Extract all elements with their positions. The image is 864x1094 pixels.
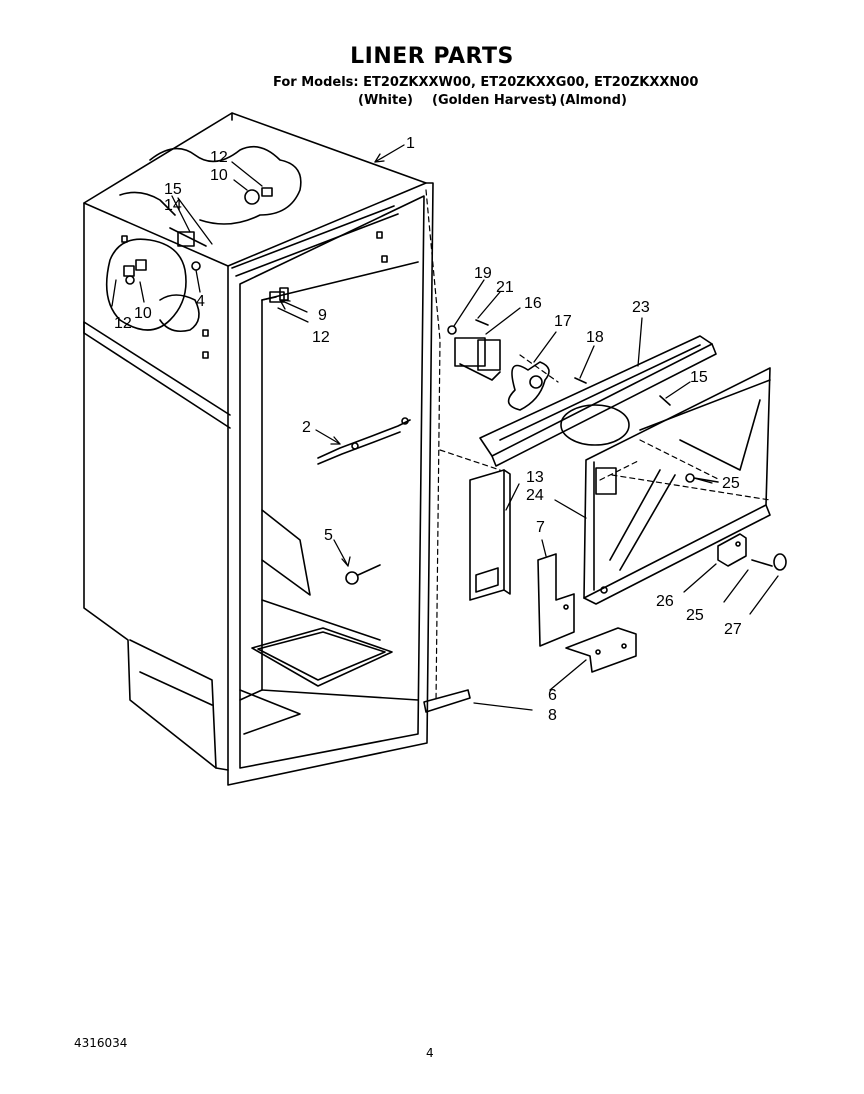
leader-lines bbox=[111, 144, 779, 711]
callout-16: 16 bbox=[524, 295, 542, 312]
callout-18: 18 bbox=[586, 329, 604, 346]
callout-25-upper: 25 bbox=[722, 475, 740, 492]
bracket-26 bbox=[717, 533, 787, 571]
callout-24: 24 bbox=[526, 487, 544, 504]
callout-2: 2 bbox=[302, 419, 311, 436]
callout-10-left: 10 bbox=[134, 305, 152, 322]
callout-17: 17 bbox=[554, 313, 572, 330]
clips-10-12-left bbox=[123, 259, 147, 285]
bracket-6 bbox=[565, 627, 637, 673]
callout-21: 21 bbox=[496, 279, 514, 296]
callout-15-right: 15 bbox=[690, 369, 708, 386]
models-line: For Models: ET20ZKXXW00, ET20ZKXXG00, ET… bbox=[273, 75, 699, 90]
heater-wire-2 bbox=[317, 417, 411, 465]
page-number: 4 bbox=[426, 1046, 434, 1060]
callout-7: 7 bbox=[536, 519, 545, 536]
color-label-golden-harvest: (Golden Harvest) bbox=[432, 93, 558, 108]
callout-15-top: 15 bbox=[164, 181, 182, 198]
callout-6: 6 bbox=[548, 687, 557, 704]
trim-strip-8 bbox=[423, 689, 471, 713]
callout-27: 27 bbox=[724, 621, 742, 638]
callout-labels: 1 2 4 4 5 6 7 8 9 10 10 12 12 12 13 14 1… bbox=[114, 135, 742, 724]
air-duct-13 bbox=[469, 469, 511, 601]
callout-1: 1 bbox=[406, 135, 415, 152]
callout-4-left: 4 bbox=[196, 293, 205, 310]
color-label-white: (White) bbox=[358, 93, 413, 108]
liner-cabinet bbox=[83, 112, 434, 786]
evaporator-cover-23 bbox=[479, 335, 717, 467]
rear-panel-24 bbox=[583, 367, 771, 605]
callout-19: 19 bbox=[474, 265, 492, 282]
connection-lines bbox=[425, 189, 771, 703]
part-number: 4316034 bbox=[74, 1036, 128, 1050]
callout-26: 26 bbox=[656, 593, 674, 610]
callout-10-top: 10 bbox=[210, 167, 228, 184]
callout-9: 9 bbox=[318, 307, 327, 324]
callout-5: 5 bbox=[324, 527, 333, 544]
callout-23: 23 bbox=[632, 299, 650, 316]
callout-25-lower: 25 bbox=[686, 607, 704, 624]
callout-13: 13 bbox=[526, 469, 544, 486]
callout-12-hinge: 12 bbox=[312, 329, 330, 346]
fan-motor-assembly bbox=[447, 319, 587, 411]
callout-12-top: 12 bbox=[210, 149, 228, 166]
thermostat-12-10-top bbox=[244, 187, 273, 205]
page-title: LINER PARTS bbox=[350, 44, 514, 69]
baffle-7 bbox=[537, 553, 575, 647]
light-socket-5 bbox=[345, 564, 381, 585]
callout-14: 14 bbox=[164, 197, 182, 214]
callout-8: 8 bbox=[548, 707, 557, 724]
callout-12-left: 12 bbox=[114, 315, 132, 332]
color-label-almond: . (Almond) bbox=[550, 93, 627, 108]
